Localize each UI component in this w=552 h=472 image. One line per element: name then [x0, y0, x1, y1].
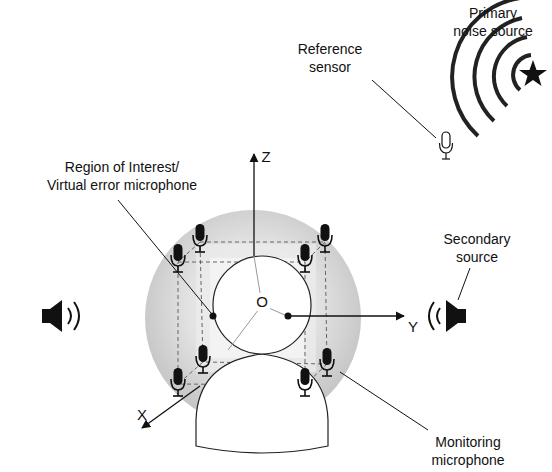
source-label: Primary noise source [452, 4, 534, 40]
origin-label: O [254, 293, 270, 311]
roi-label: Region of Interest/ Virtual error microp… [45, 158, 199, 194]
axis-label: Z [261, 148, 270, 166]
axis-label: X [137, 406, 147, 424]
monitor-label: Monitoring microphone [424, 433, 512, 469]
axis-label: Y [408, 318, 418, 336]
sensor-label: Reference sensor [290, 40, 370, 76]
secondary-label: Secondary source [435, 230, 519, 266]
